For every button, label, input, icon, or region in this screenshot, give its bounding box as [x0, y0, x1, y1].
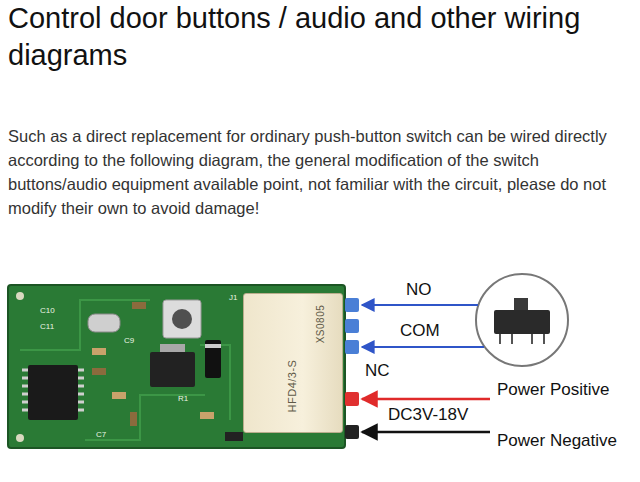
smd-part — [92, 368, 106, 375]
smd-part — [112, 392, 126, 399]
pcb-trace — [20, 300, 150, 350]
pcb-trace — [85, 395, 205, 440]
relay-marking: XS0805 — [315, 305, 326, 344]
wire-arrow — [362, 398, 490, 401]
smd-part — [92, 348, 106, 355]
ic-chip — [28, 365, 78, 420]
wire-arrow — [362, 431, 490, 434]
diode-band — [205, 344, 221, 348]
signal-name: Power Negative — [497, 431, 617, 451]
pin-name: NC — [365, 361, 390, 381]
pin-name: COM — [400, 321, 440, 341]
wire-arrow — [362, 304, 478, 306]
smd-resistor — [225, 432, 243, 441]
push-button-stem — [514, 298, 528, 310]
push-button-switch — [494, 310, 550, 334]
learn-button — [163, 300, 201, 338]
diode — [205, 340, 221, 378]
mounting-hole — [16, 434, 24, 442]
smd-part — [200, 412, 214, 419]
smd-part — [132, 302, 146, 309]
relay: XS0805HFD4/3-S — [243, 293, 343, 433]
ic-pins — [22, 370, 84, 410]
smd-part — [130, 412, 137, 426]
signal-name: Power Positive — [497, 380, 609, 400]
terminal — [345, 319, 359, 333]
terminal — [345, 298, 359, 312]
terminal — [345, 425, 359, 439]
page-title: Control door buttons / audio and other w… — [8, 0, 620, 74]
note-text: Such as a direct replacement for ordinar… — [8, 124, 632, 220]
relay-marking: HFD4/3-S — [286, 360, 298, 413]
switch-callout — [476, 274, 568, 366]
silkscreen-label: C10 — [40, 306, 55, 315]
silkscreen-label: J1 — [229, 293, 237, 302]
pcb-board — [8, 285, 345, 448]
silkscreen-label: R1 — [178, 394, 188, 403]
voltage-label: DC3V-18V — [388, 405, 468, 425]
silkscreen-label: C7 — [96, 430, 106, 439]
pin-name: NO — [406, 280, 432, 300]
silkscreen-label: C9 — [124, 336, 134, 345]
terminal — [345, 392, 359, 406]
mounting-hole — [16, 292, 24, 300]
silkscreen-label: C11 — [40, 322, 54, 331]
learn-button — [172, 309, 192, 329]
switch-pins — [500, 334, 544, 344]
voltage-regulator — [150, 352, 195, 387]
wire-arrow — [362, 346, 484, 348]
crystal — [88, 314, 120, 332]
terminal — [345, 340, 359, 354]
